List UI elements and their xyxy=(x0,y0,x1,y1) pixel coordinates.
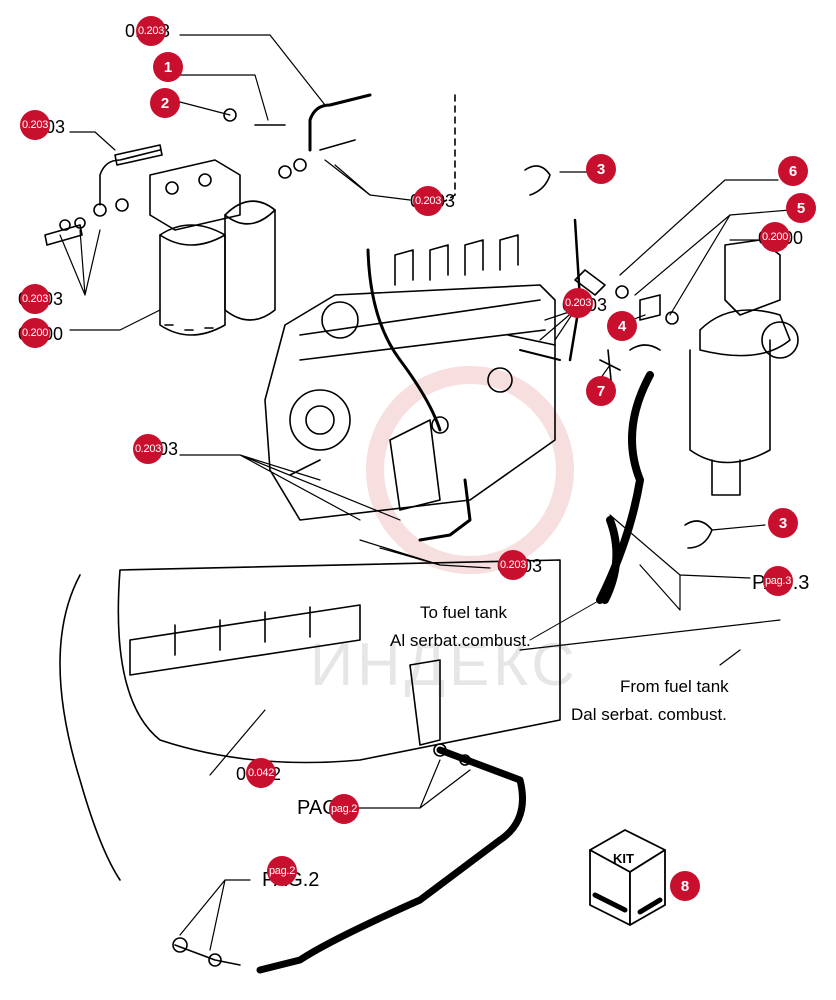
upper-pipes xyxy=(223,93,456,211)
fuel-hoses-right xyxy=(519,349,654,604)
kit-label: KIT xyxy=(613,851,634,866)
callout-8[interactable]: 8 xyxy=(670,871,700,901)
lower-fuel-line xyxy=(172,743,526,974)
callout-ref-left-filter[interactable]: 0.203 xyxy=(20,110,50,140)
twin-filter-assembly xyxy=(149,159,276,336)
callout-3-bottom[interactable]: 3 xyxy=(768,508,798,538)
kit-cube xyxy=(589,829,666,926)
callout-7[interactable]: 7 xyxy=(586,376,616,406)
callout-2[interactable]: 2 xyxy=(150,88,180,118)
callout-page-lower-fittings[interactable]: pag.2 xyxy=(267,856,297,886)
callout-1[interactable]: 1 xyxy=(153,52,183,82)
right-filter-assembly xyxy=(689,239,799,496)
to-fuel-tank-note: To fuel tank xyxy=(420,603,507,622)
callout-6[interactable]: 6 xyxy=(778,156,808,186)
callout-ref-left-bolts[interactable]: 0.203 xyxy=(20,284,50,314)
callout-ref-pump-outlet[interactable]: 0.203 xyxy=(563,288,593,318)
hose-clips xyxy=(524,165,713,549)
callout-ref-top[interactable]: 0.203 xyxy=(136,16,166,46)
from-fuel-tank-note-it: Dal serbat. combust. xyxy=(571,705,727,724)
watermark-gear xyxy=(366,366,574,574)
callout-ref-middle-fitting[interactable]: 0.203 xyxy=(413,186,443,216)
callout-ref-left-filter-bottom[interactable]: 0.200 xyxy=(20,318,50,348)
callout-page-hoses[interactable]: pag.3 xyxy=(763,566,793,596)
callout-5[interactable]: 5 xyxy=(786,193,816,223)
callout-3-top[interactable]: 3 xyxy=(586,154,616,184)
callout-ref-pump-side[interactable]: 0.203 xyxy=(133,434,163,464)
callout-4[interactable]: 4 xyxy=(607,311,637,341)
callout-page-lower-line[interactable]: pag.2 xyxy=(329,794,359,824)
callout-ref-right-filter[interactable]: 0.200 xyxy=(760,222,790,252)
from-fuel-tank-note: From fuel tank xyxy=(620,677,729,696)
to-fuel-tank-note-it: Al serbat.combust. xyxy=(390,631,531,650)
callout-ref-tank[interactable]: 0.042 xyxy=(246,758,276,788)
fuel-tank xyxy=(59,559,561,881)
leader-lines xyxy=(59,34,791,951)
watermark: ИНДЕКС xyxy=(310,631,579,698)
injection-pump xyxy=(264,234,556,521)
callout-ref-pump-bottom[interactable]: 0.203 xyxy=(498,550,528,580)
left-fittings xyxy=(44,144,163,246)
